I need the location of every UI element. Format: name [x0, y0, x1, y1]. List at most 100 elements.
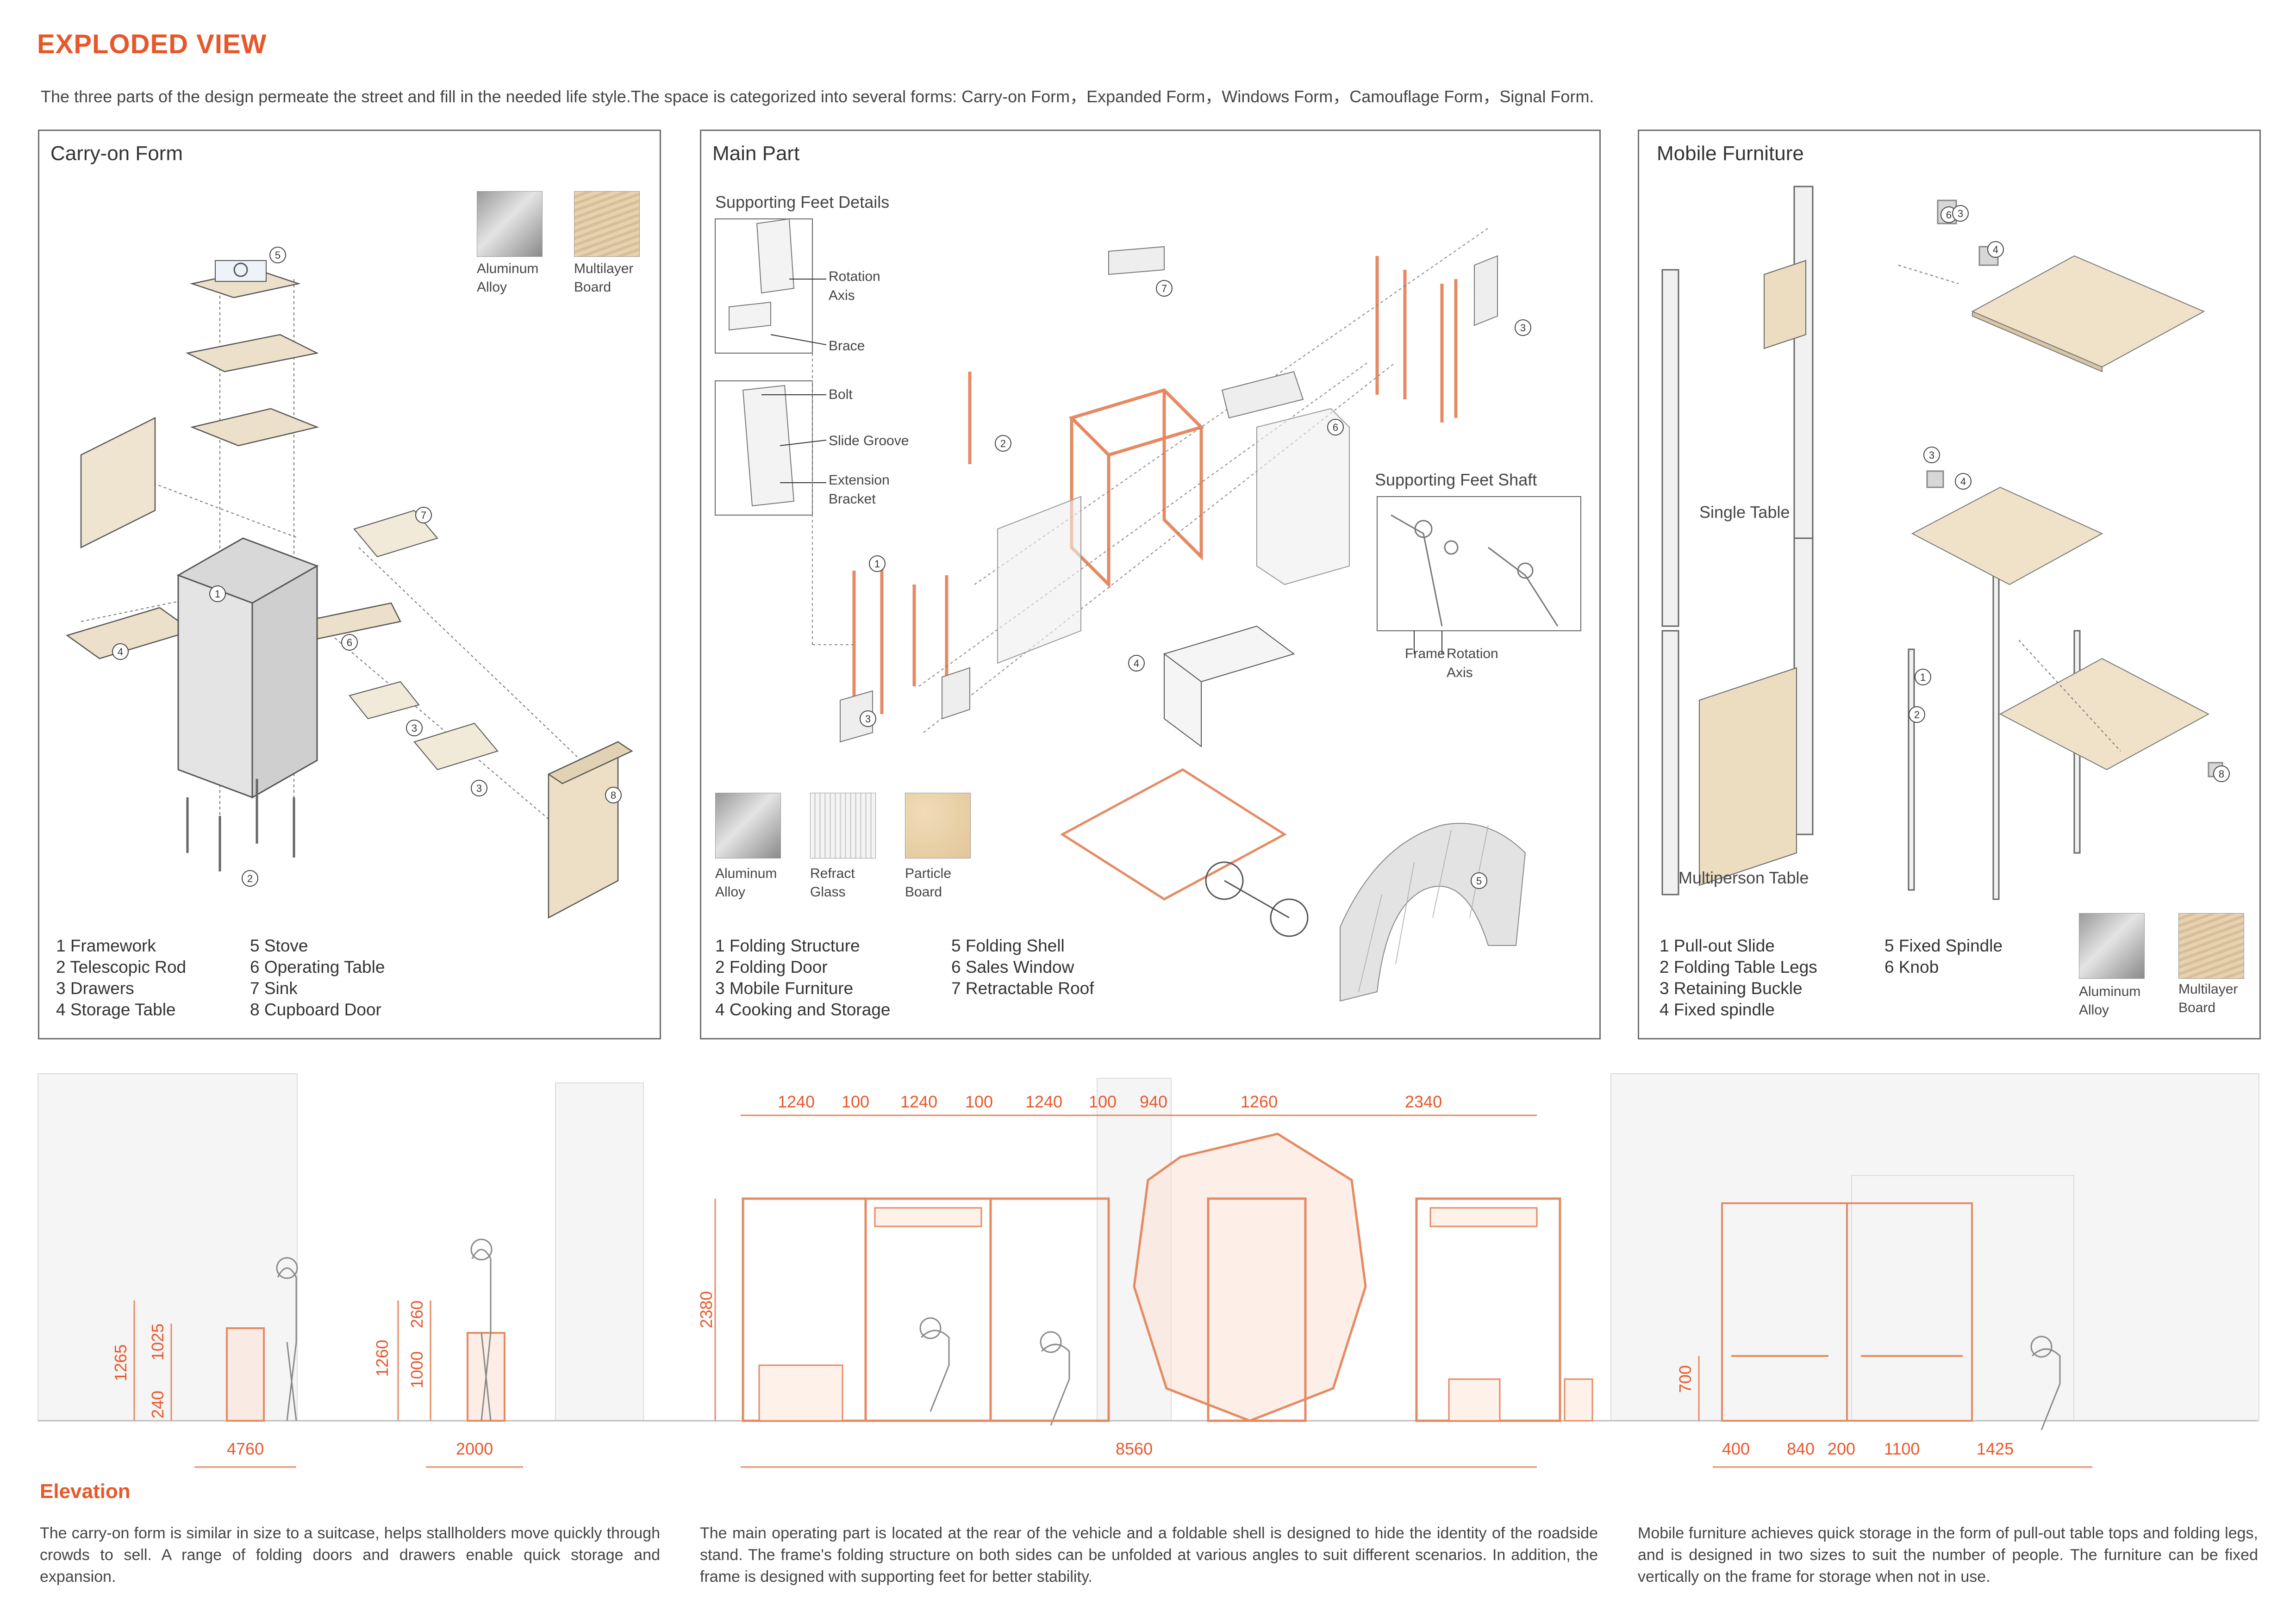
dim-label: 100 [1089, 1092, 1117, 1111]
main-part-legend-left: 1 Folding Structure 2 Folding Door 3 Mob… [715, 935, 891, 1020]
mobile-furniture-drawing: 1 2 3 3 4 4 6 8 [1661, 186, 2230, 900]
callout-4: 4 [118, 646, 123, 658]
callout-1: 1 [1920, 672, 1926, 683]
feet-details-title: Supporting Feet Details [715, 193, 890, 211]
rotation-axis-label: Axis [829, 287, 855, 303]
single-table-label: Single Table [1699, 503, 1790, 522]
dim-label: 8560 [1116, 1439, 1153, 1458]
multilayer-board-swatch [2178, 913, 2244, 979]
material-label: Refract [810, 866, 855, 881]
dim-label-height: 700 [1676, 1365, 1695, 1393]
material-label: Board [2178, 1000, 2216, 1015]
mobile-furniture-panel: Mobile Furniture [1638, 130, 2261, 1039]
mobile-furniture-legend-right: 5 Fixed Spindle 6 Knob [1884, 935, 2003, 978]
callout-3: 3 [1958, 208, 1963, 219]
dim-label: 1240 [1025, 1092, 1063, 1111]
aluminum-swatch [715, 793, 781, 858]
mobile-furniture-caption: Mobile furniture achieves quick storage … [1638, 1524, 2258, 1586]
material-label: Aluminum [2079, 984, 2141, 999]
dim-label: 400 [1722, 1439, 1750, 1458]
material-label: Alloy [715, 884, 746, 900]
material-label: Alloy [2079, 1002, 2109, 1018]
slide-groove-label: Slide Groove [829, 433, 909, 448]
elevation-title: Elevation [40, 1480, 131, 1503]
dim-label: 1425 [1977, 1439, 2014, 1458]
callout-4: 4 [1134, 658, 1139, 669]
callout-2: 2 [1000, 438, 1006, 449]
elevation-drawing [37, 1073, 2259, 1468]
callout-5: 5 [275, 249, 281, 261]
legend-item: 5 Fixed Spindle [1884, 936, 2003, 955]
main-part-caption: The main operating part is located at th… [700, 1524, 1598, 1586]
material-label: Board [905, 884, 942, 900]
material-label: Multilayer [2178, 982, 2238, 997]
mobile-furniture-legend-left: 1 Pull-out Slide 2 Folding Table Legs 3 … [1660, 935, 1817, 1020]
dim-label: 4760 [227, 1439, 264, 1458]
callout-3: 3 [1929, 449, 1934, 461]
dim-label-height: 1025 [148, 1323, 167, 1361]
main-part-panel: Main Part Supporting Feet Details [700, 130, 1601, 1039]
callout-4: 4 [1960, 476, 1966, 487]
particle-board-swatch [905, 793, 971, 858]
dim-label-height: 240 [148, 1390, 167, 1418]
dim-label: 940 [1140, 1092, 1168, 1111]
callout-6: 6 [1946, 209, 1952, 221]
legend-item: 3 Retaining Buckle [1660, 979, 1803, 998]
dim-label-height: 1000 [407, 1351, 426, 1388]
callout-4: 4 [1993, 244, 1998, 255]
dim-label-height: 1260 [373, 1339, 392, 1377]
material-label: Board [574, 280, 611, 295]
dim-label-height: 1265 [111, 1344, 130, 1381]
carry-on-exploded-drawing: 1 2 3 3 4 5 6 7 8 [66, 247, 633, 919]
extension-bracket-label: Bracket [829, 491, 876, 507]
legend-item: 6 Operating Table [250, 958, 385, 976]
callout-2: 2 [247, 873, 253, 884]
dim-label: 100 [842, 1092, 870, 1111]
callout-6: 6 [1333, 422, 1338, 433]
dim-label: 1240 [900, 1092, 938, 1111]
callout-8: 8 [611, 790, 616, 801]
dim-label: 2340 [1405, 1092, 1442, 1111]
material-label: Particle [905, 866, 952, 881]
callout-3: 3 [1520, 322, 1526, 334]
callout-7: 7 [421, 510, 426, 521]
legend-item: 6 Sales Window [951, 958, 1074, 976]
multiperson-table-label: Multiperson Table [1678, 868, 1809, 887]
legend-item: 8 Cupboard Door [250, 1000, 381, 1019]
legend-item: 1 Folding Structure [715, 936, 860, 955]
dim-label: 1260 [1241, 1092, 1278, 1111]
legend-item: 5 Folding Shell [951, 936, 1065, 955]
callout-8: 8 [2219, 768, 2224, 780]
mobile-furniture-title: Mobile Furniture [1657, 142, 1804, 165]
intro-text: The three parts of the design permeate t… [41, 87, 1594, 106]
dim-label: 840 [1787, 1439, 1815, 1458]
rotation-axis-label: Axis [1447, 665, 1473, 680]
callout-3: 3 [865, 713, 871, 725]
legend-item: 2 Telescopic Rod [56, 958, 187, 976]
extension-bracket-label: Extension [829, 473, 890, 488]
material-label: Glass [810, 884, 846, 900]
legend-item: 7 Sink [250, 979, 298, 998]
main-part-legend-right: 5 Folding Shell 6 Sales Window 7 Retract… [951, 935, 1094, 999]
legend-item: 5 Stove [250, 936, 308, 955]
refract-glass-swatch [810, 793, 876, 858]
material-label: Alloy [477, 280, 507, 295]
feet-shaft-title: Supporting Feet Shaft [1375, 470, 1537, 489]
material-label: Aluminum [715, 866, 777, 881]
legend-item: 4 Cooking and Storage [715, 1000, 891, 1019]
dim-label: 1240 [778, 1092, 815, 1111]
callout-1: 1 [874, 558, 880, 570]
legend-item: 1 Pull-out Slide [1660, 936, 1775, 955]
dim-label-height: 260 [407, 1300, 426, 1328]
callout-1: 1 [215, 588, 220, 600]
frame-label: Frame [1405, 646, 1445, 661]
legend-item: 4 Storage Table [56, 1000, 176, 1019]
carry-on-legend-left: 1 Framework 2 Telescopic Rod 3 Drawers 4… [56, 935, 186, 1020]
legend-item: 3 Mobile Furniture [715, 979, 854, 998]
aluminum-swatch [2079, 913, 2145, 979]
legend-item: 7 Retractable Roof [951, 979, 1094, 998]
carry-on-title: Carry-on Form [50, 142, 183, 165]
callout-7: 7 [1161, 283, 1167, 294]
callout-6: 6 [347, 637, 352, 648]
